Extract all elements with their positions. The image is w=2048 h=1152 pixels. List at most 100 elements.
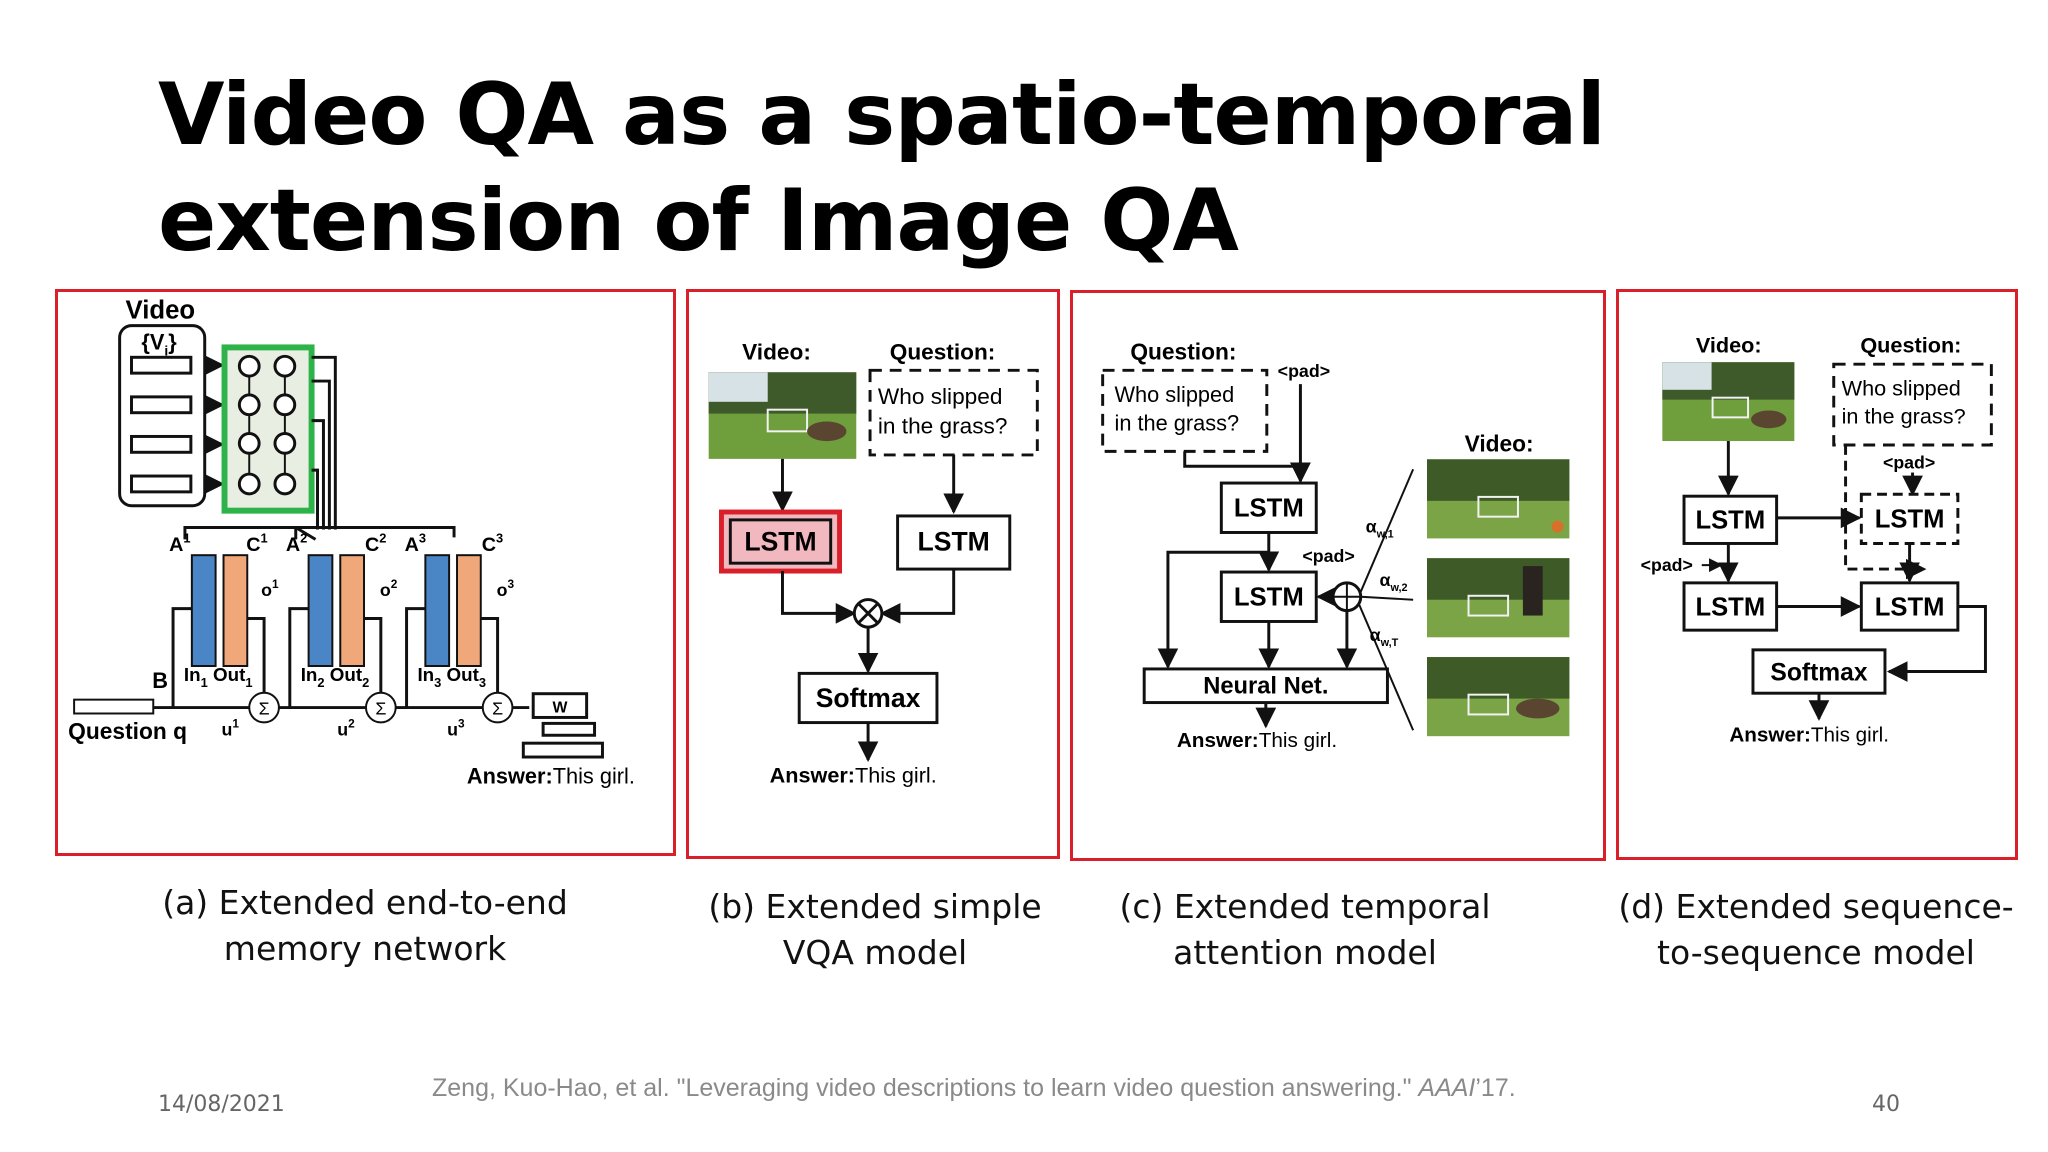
sum-node-2 bbox=[365, 691, 397, 724]
vqa-model-diagram: Video: Question: Who slipped in the gras… bbox=[708, 339, 1039, 788]
answer-box bbox=[521, 741, 604, 759]
multiply-cross bbox=[857, 602, 879, 625]
pad-token: <pad> bbox=[1278, 361, 1330, 381]
question-q-label: Question q bbox=[68, 718, 187, 744]
arrow bbox=[781, 571, 857, 624]
alpha-w2: αw,2 bbox=[1380, 570, 1408, 594]
citation-year: ’17. bbox=[1475, 1074, 1516, 1102]
label-u3: u3 bbox=[447, 716, 465, 739]
label-in-out-1: In1 Out1 bbox=[184, 664, 253, 690]
citation: Zeng, Kuo-Hao, et al. "Leveraging video … bbox=[432, 1074, 1516, 1103]
attention-line bbox=[1357, 603, 1415, 731]
caption-d-line-1: (d) Extended sequence- bbox=[1618, 887, 2014, 926]
video-lstm-highlighted bbox=[719, 509, 843, 574]
alpha-wt: αw,T bbox=[1370, 625, 1399, 649]
citation-text: Zeng, Kuo-Hao, et al. "Leveraging video … bbox=[432, 1074, 1419, 1102]
decoder-lstm-1 bbox=[1682, 581, 1779, 632]
citation-venue: AAAI bbox=[1418, 1074, 1476, 1102]
question-line-2: in the grass? bbox=[1842, 403, 1966, 428]
sum-node-1 bbox=[248, 691, 280, 724]
panel-a-memory-network: Video {Vi} A1 bbox=[55, 289, 676, 856]
label-o2: o2 bbox=[380, 577, 398, 600]
video-thumbnail bbox=[1662, 362, 1795, 442]
caption-b-line-2: VQA model bbox=[782, 933, 968, 972]
arrow bbox=[1157, 550, 1269, 670]
question-line-1: Who slipped bbox=[1115, 382, 1235, 407]
label-a1: A1 bbox=[169, 530, 190, 556]
video-frame-2 bbox=[1426, 558, 1570, 638]
title-line-2: extension of Image QA bbox=[158, 171, 1239, 271]
question-line-1: Who slipped bbox=[878, 384, 1003, 409]
question-embedding bbox=[73, 698, 155, 715]
answer-line: Answer:This girl. bbox=[1729, 723, 1889, 746]
panel-d-seq2seq: Video: Question: Who slipped in the gras… bbox=[1616, 289, 2018, 860]
sum-node-3 bbox=[481, 691, 514, 724]
pad-token: <pad> bbox=[1883, 453, 1935, 473]
video-thumbnail bbox=[708, 372, 857, 459]
video-frame-3 bbox=[1426, 657, 1570, 737]
arrow bbox=[1886, 605, 1987, 682]
video-lstm-inner bbox=[728, 518, 833, 565]
lstm-box-2 bbox=[1219, 570, 1318, 623]
question-box bbox=[1832, 362, 1993, 447]
question-box bbox=[868, 368, 1039, 457]
caption-a: (a) Extended end-to-end memory network bbox=[150, 880, 580, 972]
pad-token: <pad> bbox=[1302, 546, 1354, 566]
pad-token: <pad> bbox=[1641, 555, 1693, 575]
alpha-w1: αw,1 bbox=[1366, 516, 1394, 540]
label-a3: A3 bbox=[405, 530, 426, 556]
temporal-attention-diagram: Question: Who slipped in the grass? <pad… bbox=[1101, 338, 1570, 752]
lstm-label: LSTM bbox=[1875, 506, 1945, 534]
caption-d: (d) Extended sequence- to-sequence model bbox=[1606, 884, 2026, 976]
label-a2: A2 bbox=[286, 530, 307, 556]
label-c1: C1 bbox=[246, 530, 267, 556]
label-in-out-3: In3 Out3 bbox=[417, 664, 486, 690]
video-label: Video: bbox=[1465, 430, 1534, 456]
video-label: Video bbox=[126, 297, 196, 325]
answer-line: Answer:This girl. bbox=[1177, 729, 1337, 752]
label-c3: C3 bbox=[482, 530, 503, 556]
answer-line: Answer:This girl. bbox=[467, 764, 635, 789]
question-lstm-label: LSTM bbox=[918, 526, 990, 556]
frame-rect bbox=[130, 355, 193, 375]
footer-date: 14/08/2021 bbox=[158, 1092, 285, 1117]
memory-network-diagram: Video {Vi} A1 bbox=[68, 297, 635, 789]
label-o1: o1 bbox=[261, 577, 279, 600]
attention-line bbox=[1360, 595, 1414, 601]
caption-c-line-1: (c) Extended temporal bbox=[1119, 887, 1491, 926]
neural-net-label: Neural Net. bbox=[1203, 674, 1328, 700]
video-frames-box bbox=[118, 324, 207, 508]
slide-title: Video QA as a spatio-temporal extension … bbox=[158, 62, 1858, 274]
sum-symbol: Σ bbox=[375, 698, 386, 718]
question-label: Question: bbox=[890, 339, 996, 364]
video-label: Video: bbox=[742, 339, 811, 364]
question-label: Question: bbox=[1860, 332, 1961, 357]
lstm-label: LSTM bbox=[1695, 593, 1765, 621]
caption-a-line-1: (a) Extended end-to-end bbox=[162, 883, 568, 922]
sum-symbol: Σ bbox=[259, 698, 270, 718]
w-box bbox=[531, 692, 589, 719]
label-in-out-2: In2 Out2 bbox=[301, 664, 370, 690]
arrow bbox=[1183, 451, 1311, 484]
softmax-box bbox=[797, 671, 939, 725]
w-label: W bbox=[552, 700, 567, 717]
video-lstm-label: LSTM bbox=[744, 526, 816, 556]
caption-b: (b) Extended simple VQA model bbox=[690, 884, 1060, 976]
softmax-box bbox=[1751, 648, 1887, 695]
label-u2: u2 bbox=[337, 716, 355, 739]
panel-c-temporal-attention: Question: Who slipped in the grass? <pad… bbox=[1070, 290, 1606, 861]
output-box bbox=[541, 721, 597, 737]
frames-label: {Vi} bbox=[141, 329, 177, 358]
memory-bars bbox=[190, 554, 482, 667]
panel-b-vqa-model: Video: Question: Who slipped in the gras… bbox=[686, 289, 1060, 859]
video-label: Video: bbox=[1696, 332, 1762, 357]
rnn-encoder-box bbox=[221, 344, 315, 514]
attention-line bbox=[1359, 468, 1415, 593]
label-c2: C2 bbox=[365, 530, 386, 556]
caption-c-line-2: attention model bbox=[1173, 933, 1437, 972]
dashed-arrow bbox=[1844, 444, 1927, 580]
frame-rect bbox=[130, 434, 193, 454]
lstm-label: LSTM bbox=[1234, 495, 1304, 523]
frame-rect bbox=[130, 395, 193, 415]
seq2seq-diagram: Video: Question: Who slipped in the gras… bbox=[1641, 332, 1993, 746]
